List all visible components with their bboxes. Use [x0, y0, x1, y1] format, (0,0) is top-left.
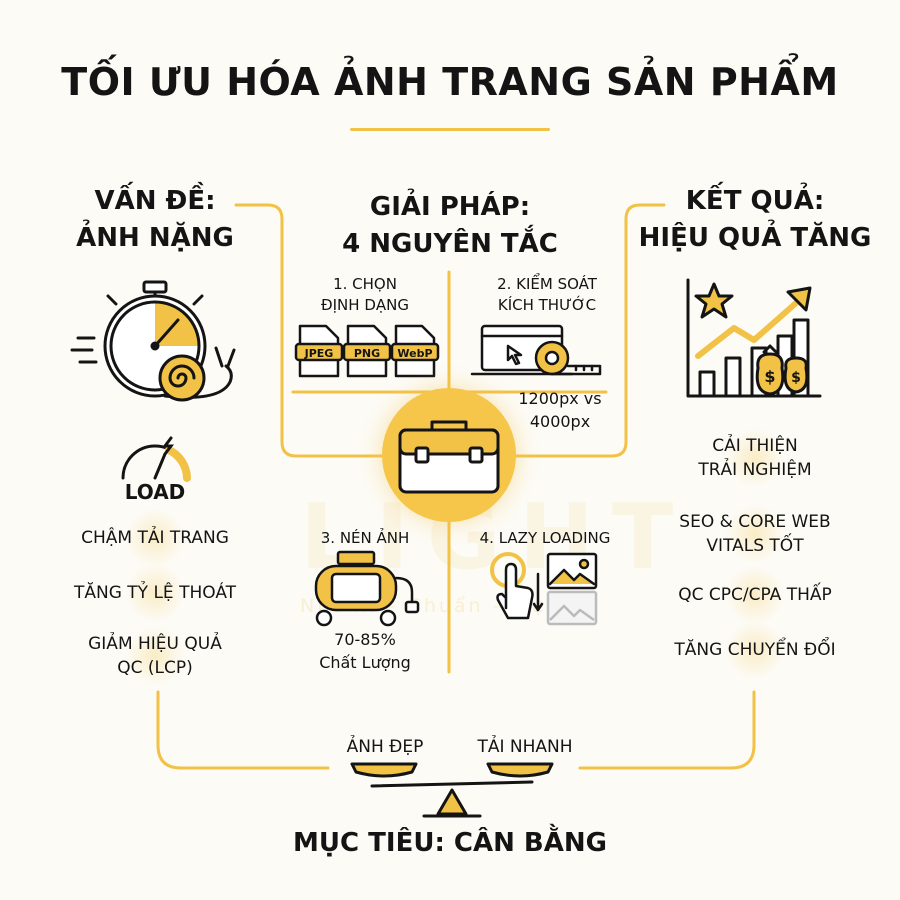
- lazy-loading-icon: [490, 552, 598, 626]
- principle-3-title: 3. NÉN ẢNH: [320, 529, 410, 547]
- solution-heading-line2: 4 NGUYÊN TẮC: [342, 229, 558, 259]
- goal-balance-label: MỤC TIÊU: CÂN BẰNG: [293, 828, 607, 858]
- problem-heading-line2: ẢNH NẶNG: [76, 223, 234, 253]
- laptop-measure-icon: [470, 324, 602, 376]
- principle-4-title: 4. LAZY LOADING: [479, 529, 611, 547]
- page-title: TỐI ƯU HÓA ẢNH TRANG SẢN PHẨM: [61, 60, 839, 104]
- principle-3-note: 70-85% Chất Lượng: [290, 628, 440, 674]
- principle-1-title: 1. CHỌN ĐỊNH DẠNG: [290, 274, 440, 316]
- balance-left-label: ẢNH ĐẸP: [346, 737, 424, 757]
- result-item-low-cpc: QC CPC/CPA THẤP: [640, 565, 870, 625]
- principle-3-note-line2: Chất Lượng: [319, 653, 411, 672]
- principle-3-note-line1: 70-85%: [334, 630, 396, 649]
- principle-2-title-line2: KÍCH THƯỚC: [497, 296, 597, 314]
- load-gauge-icon: [121, 436, 191, 482]
- result-item-conversion: TĂNG CHUYỂN ĐỔI: [640, 620, 870, 680]
- stopwatch-snail-icon: [70, 280, 236, 402]
- file-format-icons: JPEG PNG WebP: [294, 324, 440, 378]
- result-item-experience-line1: CẢI THIỆN: [712, 436, 798, 456]
- principle-2-title: 2. KIỂM SOÁT KÍCH THƯỚC: [462, 274, 632, 316]
- problem-item-ad-efficiency: GIẢM HIỆU QUẢ QC (LCP): [40, 626, 270, 686]
- principle-2-note: 1200px vs 4000px: [505, 387, 615, 433]
- format-png-label: PNG: [354, 347, 380, 360]
- load-gauge-label: LOAD: [124, 480, 186, 504]
- result-item-experience: CẢI THIỆN TRẢI NGHIỆM: [640, 428, 870, 488]
- compressor-icon: [314, 550, 420, 627]
- toolbox-icon: [398, 420, 500, 494]
- solution-heading: GIẢI PHÁP: 4 NGUYÊN TẮC: [300, 189, 600, 263]
- money-bag-dollar-1: $: [764, 367, 775, 386]
- result-item-seo-line1: SEO & CORE WEB: [679, 512, 831, 532]
- problem-item-slow-load: CHẬM TẢI TRANG: [40, 508, 270, 568]
- principle-2-title-line1: 2. KIỂM SOÁT: [497, 275, 597, 293]
- result-item-seo: SEO & CORE WEB VITALS TỐT: [630, 504, 880, 564]
- title-underline: [350, 128, 550, 131]
- balance-right-label: TẢI NHANH: [477, 737, 573, 757]
- problem-item-bounce-rate: TĂNG TỶ LỆ THOÁT: [40, 563, 270, 623]
- problem-heading-line1: VẤN ĐỀ:: [94, 186, 216, 216]
- principle-2-note-line2: 4000px: [529, 412, 591, 431]
- principle-1-title-line1: 1. CHỌN: [333, 275, 397, 293]
- growth-chart-icon: $ $: [686, 278, 822, 398]
- balance-scale-icon: [350, 762, 554, 818]
- money-bag-dollar-2: $: [791, 370, 801, 386]
- result-item-seo-line2: VITALS TỐT: [706, 536, 804, 556]
- format-webp-label: WebP: [397, 347, 432, 360]
- result-heading-line2: HIỆU QUẢ TĂNG: [638, 223, 872, 253]
- problem-item-ad-efficiency-line1: GIẢM HIỆU QUẢ: [88, 634, 222, 654]
- solution-heading-line1: GIẢI PHÁP:: [369, 192, 531, 222]
- problem-item-ad-efficiency-line2: QC (LCP): [117, 658, 193, 678]
- principle-1-title-line2: ĐỊNH DẠNG: [321, 296, 409, 314]
- result-heading: KẾT QUẢ: HIỆU QUẢ TĂNG: [630, 183, 880, 257]
- principle-2-note-line1: 1200px vs: [518, 389, 602, 408]
- problem-heading: VẤN ĐỀ: ẢNH NẶNG: [40, 183, 270, 257]
- format-jpeg-label: JPEG: [304, 347, 334, 360]
- result-heading-line1: KẾT QUẢ:: [685, 186, 825, 216]
- result-item-experience-line2: TRẢI NGHIỆM: [698, 460, 812, 480]
